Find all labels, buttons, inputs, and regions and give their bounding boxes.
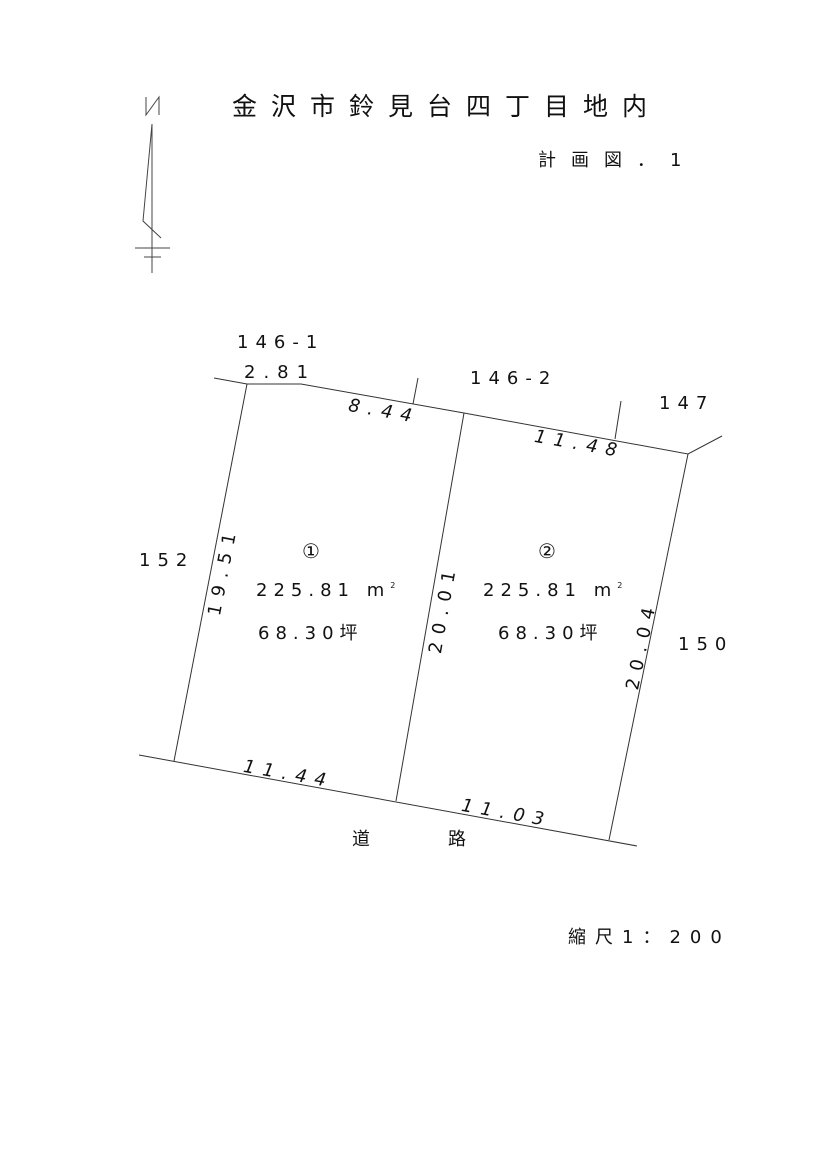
neighbor-lot-146-1: 146-1	[237, 332, 325, 353]
north-arrow-icon	[135, 95, 170, 273]
lot-2-area-unit-sup: 2	[617, 581, 623, 590]
lot-2-area-unit: m	[593, 580, 618, 601]
top-boundary	[213, 377, 723, 455]
neighbor-divider-146	[412, 377, 419, 405]
plan-subtitle: 計画図．1	[538, 150, 697, 171]
road-boundary	[138, 754, 638, 847]
neighbor-lot-152: 152	[139, 550, 195, 571]
lot-1-number: ①	[302, 539, 320, 563]
lot-2-number: ②	[538, 539, 556, 563]
lot-1-area-m2: 225.81 m2	[256, 582, 395, 600]
neighbor-lot-146-2: 146-2	[470, 368, 558, 389]
page-title: 金沢市鈴見台四丁目地内	[232, 92, 662, 121]
lot-1-area-value: 225.81	[256, 580, 355, 601]
lot-1-area-unit-sup: 2	[390, 581, 396, 590]
lot-boundaries	[138, 377, 723, 847]
neighbor-lot-150: 150	[678, 634, 734, 655]
scale-label: 縮尺1：200	[568, 927, 731, 948]
lot-2-area-value: 225.81	[483, 580, 582, 601]
lot-2-area-tsubo: 68.30坪	[498, 623, 604, 644]
lot-1-area-tsubo: 68.30坪	[258, 623, 364, 644]
left-boundary	[173, 383, 248, 762]
right-boundary	[608, 453, 689, 841]
dimension-top-small: 2.81	[244, 362, 317, 383]
neighbor-lot-147: 147	[659, 393, 715, 414]
middle-boundary	[395, 412, 465, 802]
neighbor-divider-147	[614, 400, 622, 440]
road-label: 道 路	[352, 829, 496, 850]
lot-2-area-m2: 225.81 m2	[483, 582, 622, 600]
lot-1-area-unit: m	[366, 580, 391, 601]
